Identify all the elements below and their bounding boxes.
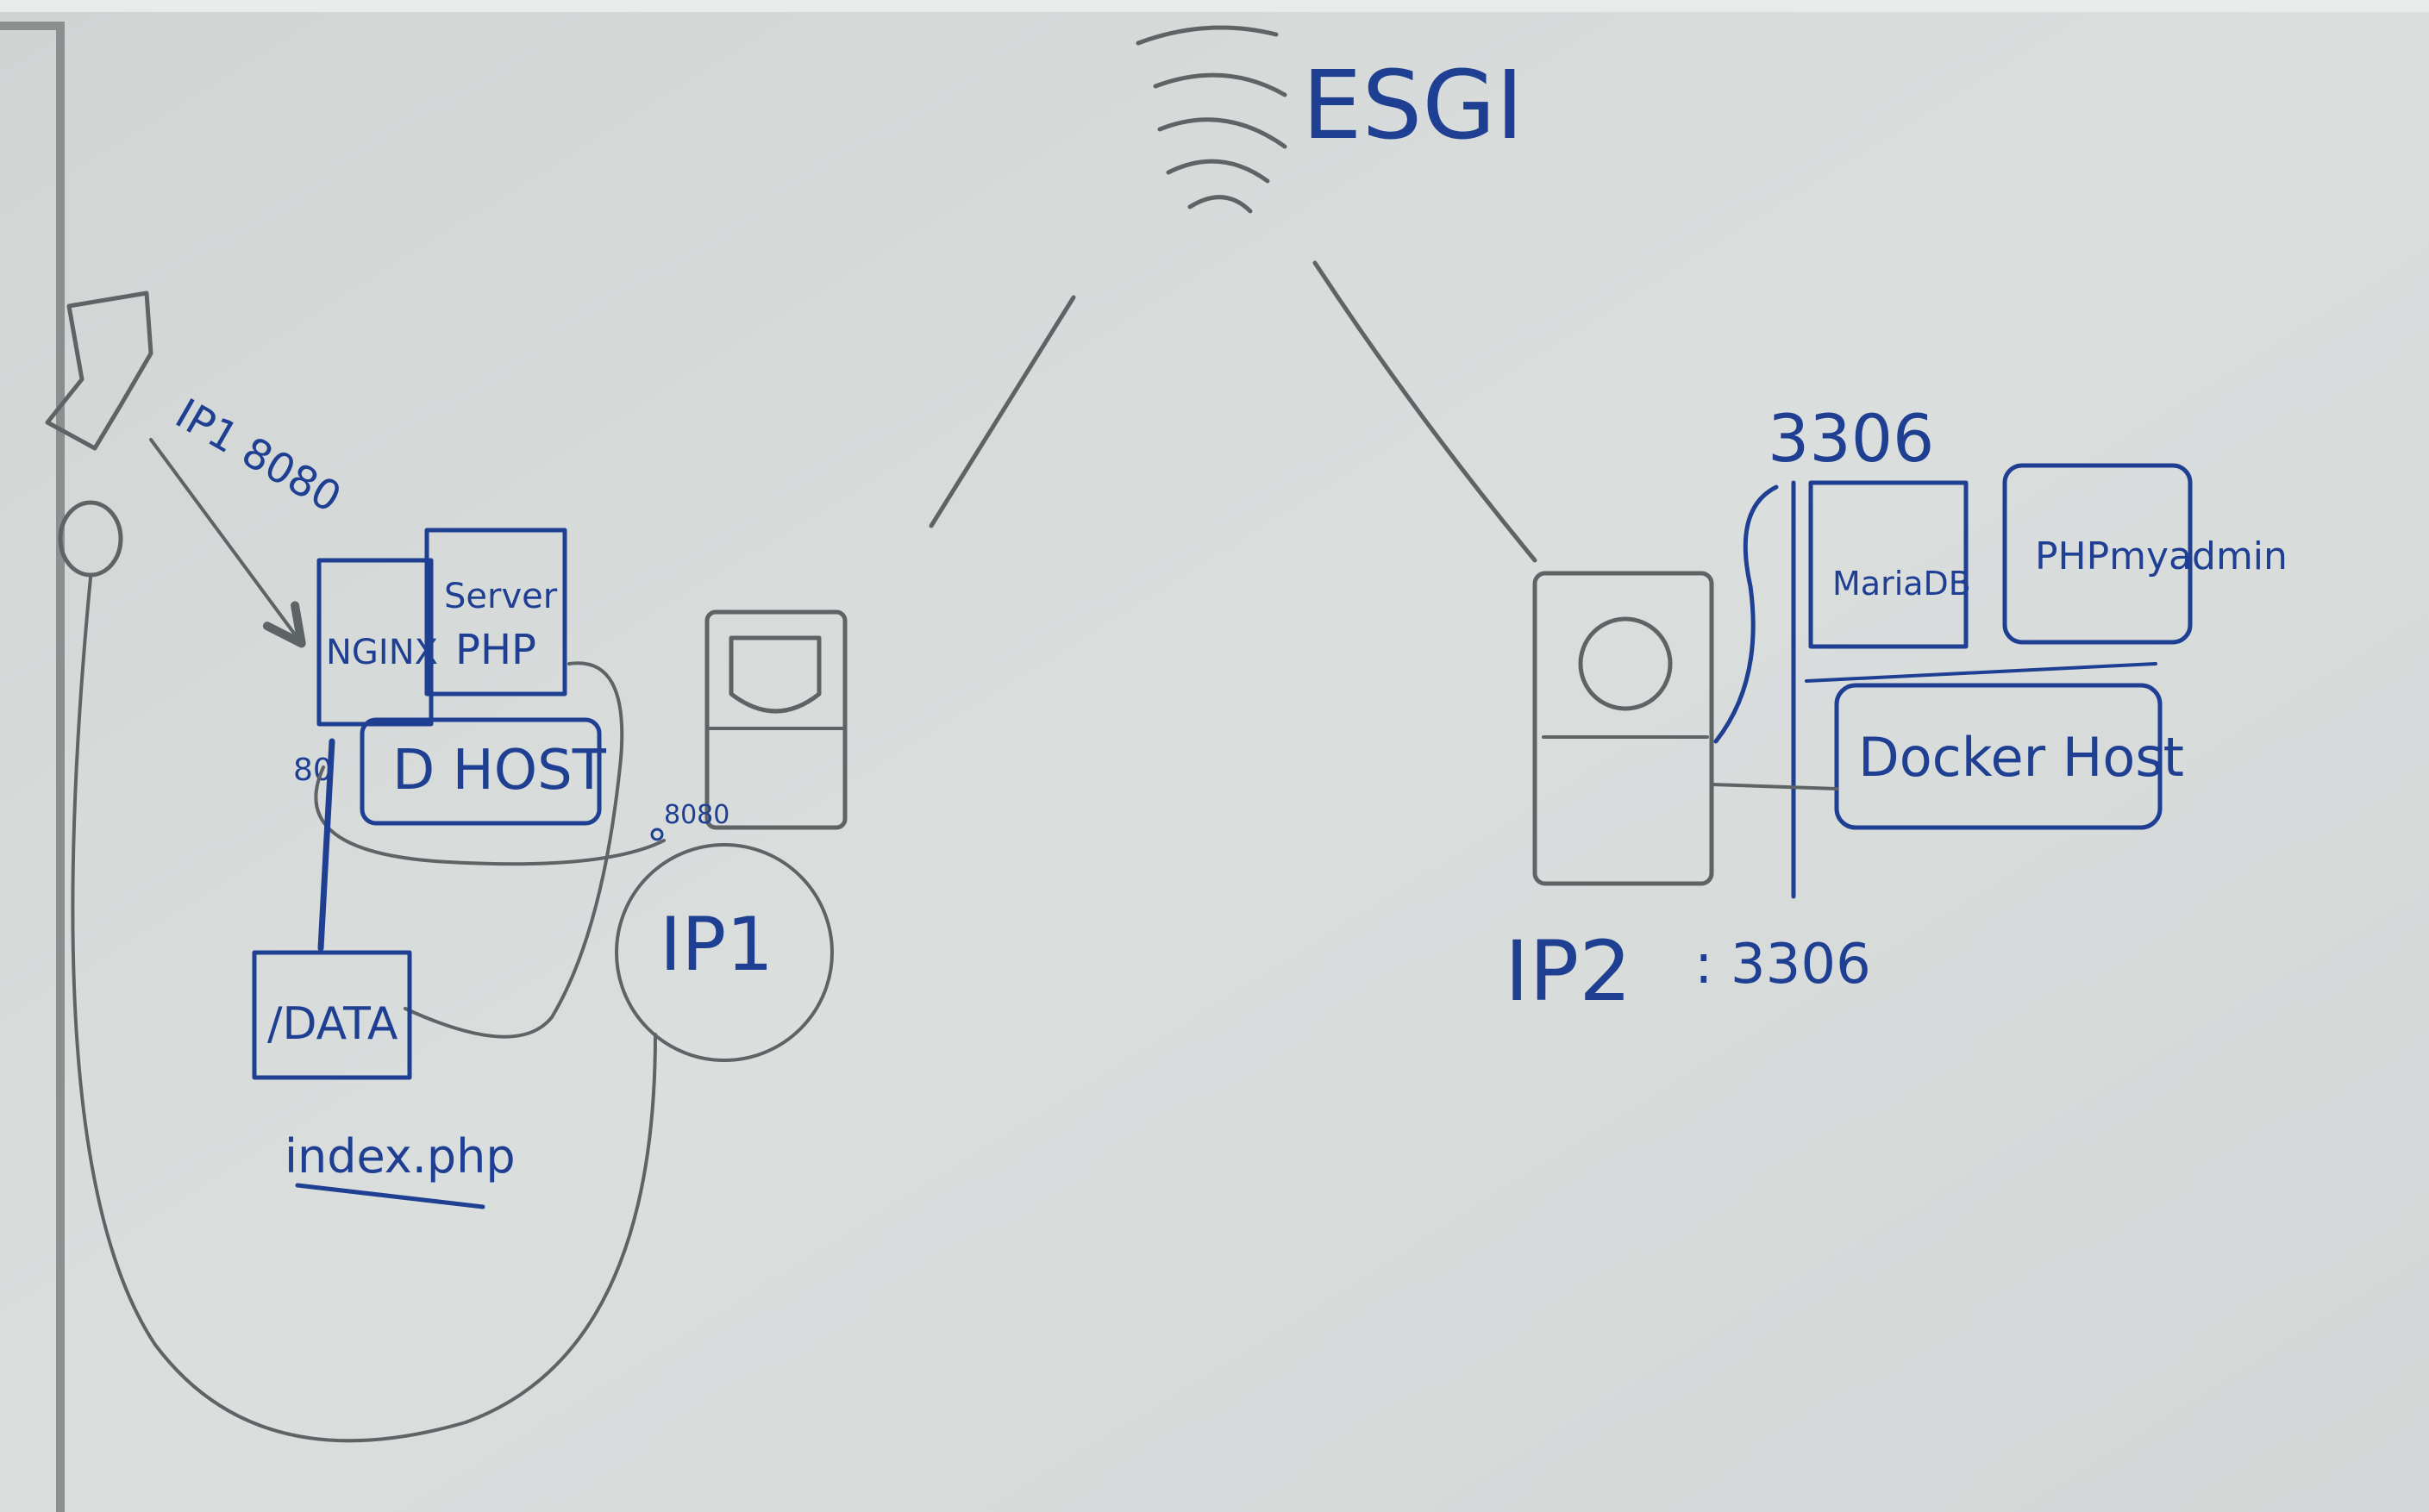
port-80-label: 80	[293, 753, 333, 788]
link-esgi-right	[1312, 260, 1537, 563]
file-underline	[295, 1183, 485, 1209]
board-top-rail	[0, 0, 2429, 12]
monitor-port-label: 8080	[664, 800, 729, 830]
phpmyadmin-box	[2002, 463, 2193, 645]
container-underline-arrow	[1805, 662, 2157, 683]
nginx-label: NGINX	[326, 633, 438, 672]
host-box	[360, 717, 602, 826]
ip2-port-label: : 3306	[1694, 933, 1871, 997]
docker-host-box	[1834, 683, 2163, 830]
data-label: /DATA	[267, 998, 398, 1050]
wifi-icon	[1136, 25, 1287, 214]
server-to-bus-link	[1710, 783, 1838, 790]
monitor-screen-icon	[729, 635, 822, 714]
board-frame-edge	[0, 22, 65, 1512]
docker-host-label: Docker Host	[1858, 726, 2184, 789]
data-box	[252, 950, 412, 1080]
php-to-data-mapping	[404, 661, 624, 1039]
bus-bracket	[1713, 484, 1779, 744]
server-disk-icon	[1578, 616, 1673, 711]
port-top-label: 3306	[1768, 400, 1934, 477]
php-server-box	[424, 528, 567, 697]
user-loop-curve	[71, 576, 657, 1443]
php-server-label-line2: PHP	[455, 626, 536, 674]
ip1-circle	[615, 843, 834, 1062]
phpmyadmin-label: PHPmyadmin	[2035, 534, 2288, 578]
monitor-tower	[704, 609, 848, 830]
user-head-icon	[58, 500, 123, 578]
php-server-label-line1: Server	[444, 577, 558, 616]
nginx-box	[316, 558, 434, 727]
esgi-title: ESGI	[1302, 50, 1524, 160]
mariadb-label: MariaDB	[1832, 565, 1971, 603]
ip2-label: IP2	[1505, 923, 1631, 1020]
user-to-nginx-arrow	[149, 438, 306, 648]
host-label: D HOST	[392, 739, 607, 803]
host-link-curve	[314, 765, 666, 866]
file-label: index.php	[285, 1129, 516, 1184]
ip1-label: IP1	[660, 902, 773, 988]
mariadb-box	[1808, 480, 1969, 649]
server-tower	[1532, 571, 1714, 886]
user-icon	[45, 291, 153, 451]
link-esgi-left	[929, 295, 1076, 528]
host-to-data-line	[317, 738, 335, 952]
monitor-port-dot	[650, 828, 664, 841]
